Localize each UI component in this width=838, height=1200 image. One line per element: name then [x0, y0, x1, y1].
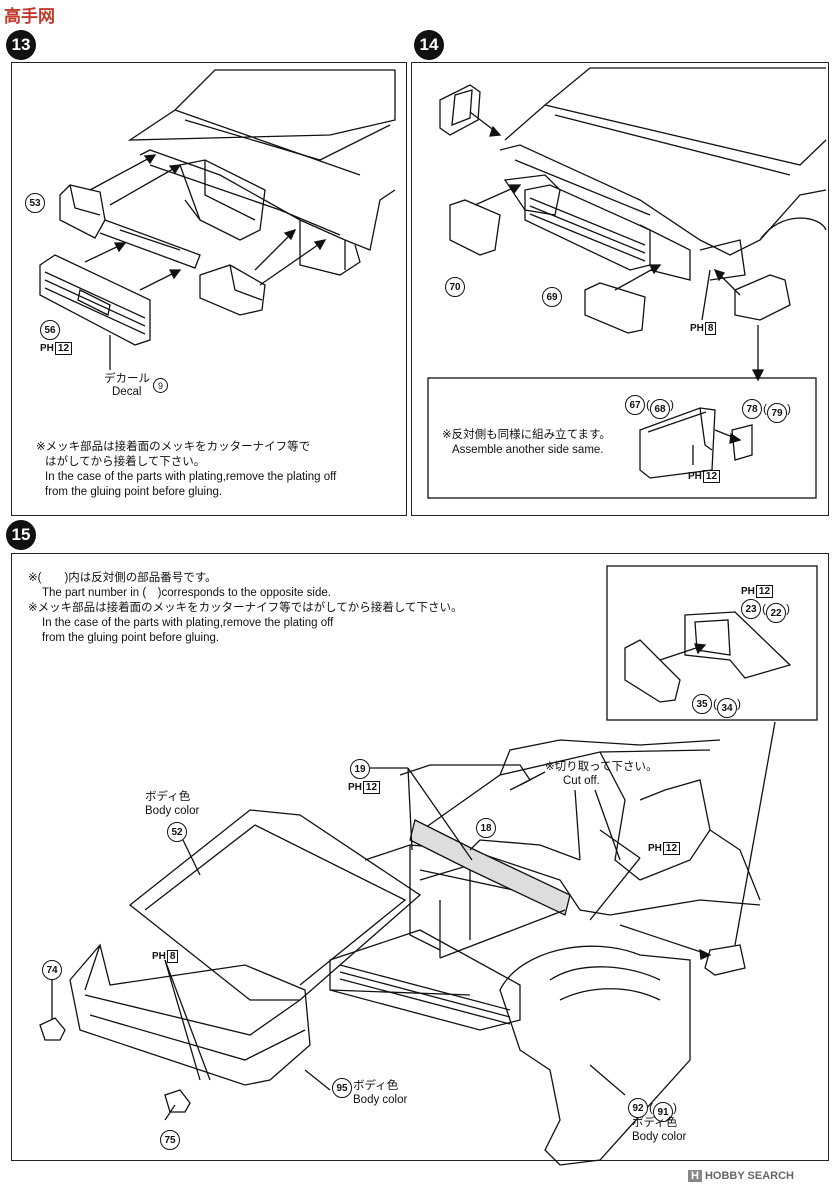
part-34-circle: 34 [717, 698, 737, 718]
part-19-label: 19 [350, 759, 370, 779]
decal-label-jp: デカール [104, 373, 150, 385]
body-color-label-hood: ボディ色 Body color [145, 790, 199, 818]
step-15-badge: 15 [6, 520, 36, 550]
step-13-note-jp: ※メッキ部品は接着面のメッキをカッターナイフ等で はがしてから接着して下さい。 … [36, 440, 336, 500]
part-18-label: 18 [476, 818, 496, 838]
cut-off-jp: ※切り取って下さい。 [545, 761, 658, 773]
part-79-label: (79) [763, 400, 791, 423]
step-14-note-en: Assemble another side same. [452, 444, 604, 456]
step-15-note2-en2: from the gluing point before gluing. [42, 632, 220, 644]
decal-label-en: Decal [112, 386, 142, 398]
part-35-label: 35 [692, 694, 712, 714]
body-color-jp: ボディ色 [145, 791, 191, 803]
step-13-note-en-line1: In the case of the parts with plating,re… [45, 471, 337, 483]
step-15-note1-en: The part number in ( )corresponds to the… [42, 587, 331, 599]
step-14-note-jp: ※反対側も同様に組み立てます。 [442, 429, 611, 441]
hobby-search-text: HOBBY SEARCH [704, 1170, 794, 1182]
body-color-en: Body color [353, 1094, 408, 1106]
step-13-badge: 13 [6, 30, 36, 60]
ph-prefix: PH [152, 951, 166, 962]
ph-number: 8 [704, 322, 717, 335]
cut-off-en: Cut off. [563, 775, 600, 787]
part-70-label: 70 [445, 277, 465, 297]
ph-prefix: PH [741, 586, 755, 597]
hobby-search-mark: H [688, 1170, 702, 1182]
step-15-note2-jp: ※メッキ部品は接着面のメッキをカッターナイフ等ではがしてから接着して下さい。 [28, 602, 463, 614]
cut-off-label: ※切り取って下さい。 Cut off. [545, 760, 658, 788]
ph-number: 12 [702, 470, 721, 483]
part-74-label: 74 [42, 960, 62, 980]
body-color-en: Body color [632, 1131, 687, 1143]
part-34-label: (34) [713, 695, 741, 718]
ph-prefix: PH [648, 843, 662, 854]
part-53-label: 53 [25, 193, 45, 213]
step-13-panel [11, 62, 407, 516]
part-95-label: 95 [332, 1078, 352, 1098]
ph-number: 12 [662, 842, 681, 855]
part-22-circle: 22 [766, 603, 786, 623]
decal-number: 9 [153, 378, 168, 393]
body-color-en: Body color [145, 805, 200, 817]
part-23-label: 23 [741, 599, 761, 619]
part-22-label: (22) [762, 600, 790, 623]
part-67-label: 67 [625, 395, 645, 415]
ph-number: 8 [166, 950, 179, 963]
step-15-note1-jp: ※( )内は反対側の部品番号です。 [28, 572, 217, 584]
part-68-circle: 68 [650, 399, 670, 419]
site-logo: 高手网 [4, 7, 55, 26]
step-14-note: ※反対側も同様に組み立てます。 Assemble another side sa… [442, 428, 611, 458]
part-69-label: 69 [542, 287, 562, 307]
ph-number: 12 [54, 342, 73, 355]
part-91-label: (91) [649, 1099, 677, 1122]
part-92-label: 92 [628, 1098, 648, 1118]
part-91-circle: 91 [653, 1102, 673, 1122]
part-79-circle: 79 [767, 403, 787, 423]
step-13-note-en-line2: from the gluing point before gluing. [45, 486, 223, 498]
body-color-jp: ボディ色 [632, 1117, 678, 1129]
step-13-note-jp-line2: はがしてから接着して下さい。 [45, 456, 206, 468]
ph-prefix: PH [690, 323, 704, 334]
step-13-note-jp-line1: ※メッキ部品は接着面のメッキをカッターナイフ等で [36, 441, 311, 453]
ph-number: 12 [362, 781, 381, 794]
step-15-notes: ※( )内は反対側の部品番号です。 The part number in ( )… [28, 571, 462, 646]
part-52-label: 52 [167, 822, 187, 842]
part-78-label: 78 [742, 399, 762, 419]
ph-prefix: PH [40, 343, 54, 354]
ph-prefix: PH [688, 471, 702, 482]
step-14-badge: 14 [414, 30, 444, 60]
body-color-jp: ボディ色 [353, 1080, 399, 1092]
ph-number: 12 [755, 585, 774, 598]
part-75-label: 75 [160, 1130, 180, 1150]
step-15-note2-en1: In the case of the parts with plating,re… [42, 617, 334, 629]
body-color-label-fender: ボディ色 Body color [632, 1116, 686, 1144]
part-56-label: 56 [40, 320, 60, 340]
ph-prefix: PH [348, 782, 362, 793]
part-68-label: (68) [646, 396, 674, 419]
body-color-label-bumper: ボディ色 Body color [353, 1079, 407, 1107]
